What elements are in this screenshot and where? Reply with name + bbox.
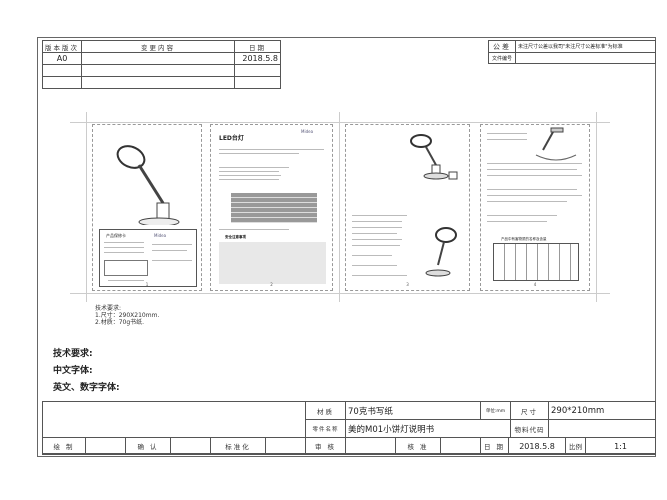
page-number: 3 — [406, 282, 409, 287]
size-value: 290*210mm — [548, 401, 656, 420]
table-row — [42, 64, 281, 77]
page-notes: 技术要求: 1.尺寸：290X210mm. 2.材质：70g书纸. — [95, 305, 159, 326]
approve-label: 核 准 — [395, 437, 441, 455]
doc-no-label: 文件编号 — [488, 52, 516, 64]
trim-line — [70, 122, 610, 123]
brand-logo: Midea — [301, 129, 314, 134]
material-code-label: 物料代码 — [510, 419, 549, 438]
change-cell — [81, 76, 235, 89]
lamp-parts-illustration — [410, 134, 458, 277]
title-block-upper: 材质 70克书写纸 单位:mm 尺寸 290*210mm 零件名称 美的M01小… — [305, 401, 656, 438]
fold-line — [339, 112, 340, 302]
material-code-value — [548, 419, 656, 438]
approve-value — [440, 437, 481, 455]
warranty-title: 产品保修卡 — [106, 233, 126, 238]
brand-logo: Midea — [154, 233, 167, 238]
scale-value: 1:1 — [585, 437, 656, 455]
notes-title: 技术要求: — [95, 305, 122, 312]
change-cell — [81, 52, 235, 65]
version-cell — [42, 76, 82, 89]
drawn-label: 绘 制 — [42, 437, 86, 455]
tolerance-value: 未注尺寸公差以我司"未注尺寸公差标准"为标准 — [515, 40, 656, 53]
date-label: 日 期 — [480, 437, 509, 455]
date-cell — [234, 76, 281, 89]
standard-value — [265, 437, 306, 455]
notes-size: 1.尺寸：290X210mm. — [95, 312, 160, 319]
header-version: 版本版次 — [42, 40, 82, 53]
version-cell — [42, 64, 82, 77]
tolerance-label: 公差 — [488, 40, 516, 53]
spec-table — [231, 193, 317, 223]
warranty-card: 产品保修卡 Midea — [99, 229, 197, 287]
page-number: 1 — [145, 282, 149, 287]
manual-page-4: 产品中有害物质的名称及含量 4 — [480, 124, 590, 291]
date-value: 2018.5.8 — [508, 437, 566, 455]
review-value — [345, 437, 396, 455]
title-block-signatures: 绘 制 确 认 标准化 审 核 核 准 日 期 2018.5.8 比例 1:1 — [42, 437, 656, 455]
table-row: A0 2018.5.8 — [42, 52, 281, 65]
drawing-frame — [37, 37, 656, 457]
drawn-value — [85, 437, 126, 455]
desk-lamp-illustration — [116, 145, 180, 225]
trim-line — [596, 112, 597, 302]
date-cell — [234, 64, 281, 77]
version-cell: A0 — [42, 52, 82, 65]
page-number: 2 — [270, 282, 273, 287]
change-cell — [81, 64, 235, 77]
material-value: 70克书写纸 — [345, 401, 481, 420]
lamp-light-illustration — [535, 127, 577, 161]
size-label: 尺寸 — [510, 401, 549, 420]
english-font-label: 英文、数字字体: — [53, 383, 120, 393]
manual-page-1: 产品保修卡 Midea 1 — [92, 124, 202, 291]
part-name-value: 美的M01小饼灯说明书 — [345, 419, 511, 438]
hazard-table-title: 产品中有害物质的名称及含量 — [501, 237, 547, 241]
manual-page-3: 3 — [345, 124, 470, 291]
confirm-label: 确 认 — [125, 437, 171, 455]
safety-box — [219, 242, 326, 284]
tech-requirements-label: 技术要求: — [53, 349, 93, 359]
standard-label: 标准化 — [210, 437, 266, 455]
trim-line — [86, 112, 87, 302]
doc-no-value — [515, 52, 656, 64]
chinese-font-label: 中文字体: — [53, 366, 93, 376]
material-label: 材质 — [305, 401, 346, 420]
revision-table: 版本版次 变更内容 日期 A0 2018.5.8 — [42, 40, 281, 89]
notes-material: 2.材质：70g书纸. — [95, 319, 145, 326]
manual-page-2: LED台灯 Midea 安全注意事项 2 — [210, 124, 333, 291]
tolerance-table: 公差 未注尺寸公差以我司"未注尺寸公差标准"为标准 文件编号 — [488, 40, 656, 64]
review-label: 审 核 — [305, 437, 346, 455]
trim-line — [70, 293, 610, 294]
page-number: 4 — [533, 282, 537, 287]
manual-title: LED台灯 — [219, 135, 244, 142]
unit-label: 单位:mm — [480, 401, 511, 420]
hazard-table — [493, 243, 579, 281]
safety-title: 安全注意事项 — [225, 235, 246, 239]
header-change: 变更内容 — [81, 40, 235, 53]
date-cell: 2018.5.8 — [234, 52, 281, 65]
part-name-label: 零件名称 — [305, 419, 346, 438]
confirm-value — [170, 437, 211, 455]
scale-label: 比例 — [565, 437, 586, 455]
header-date: 日期 — [234, 40, 281, 53]
table-row — [42, 76, 281, 89]
